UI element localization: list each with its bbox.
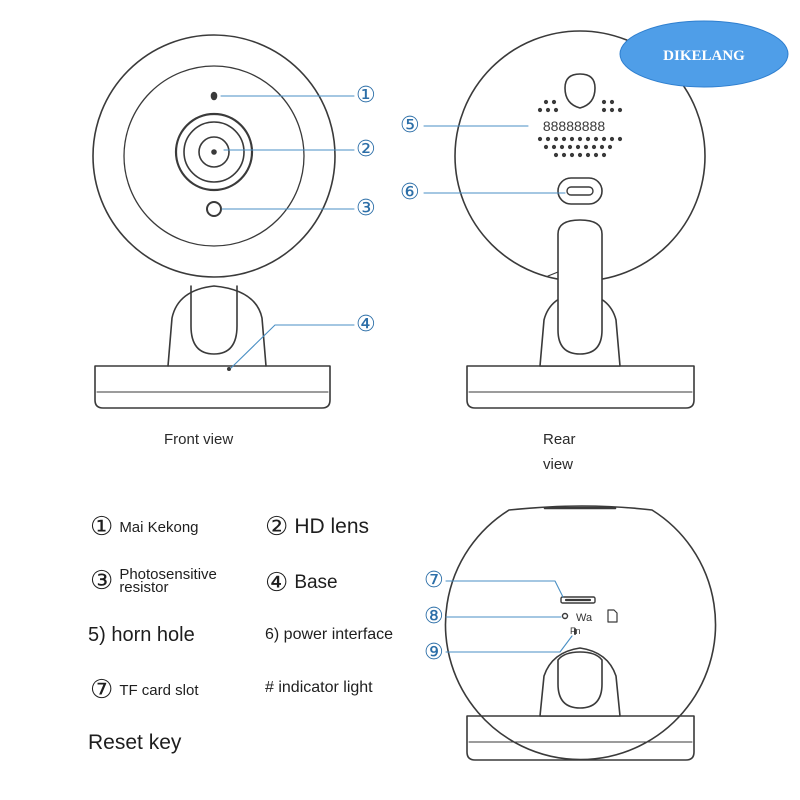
speaker-hole xyxy=(607,144,613,150)
legend-number: ① xyxy=(90,512,114,542)
speaker-hole xyxy=(591,144,597,150)
legend-item-2: ② HD lens xyxy=(265,514,369,540)
speaker-hole xyxy=(551,99,557,105)
speaker-hole xyxy=(583,144,589,150)
legend-item-4: ④ Base xyxy=(265,570,338,596)
legend-text-line2: resistor xyxy=(119,579,169,596)
mark-fn: Fn xyxy=(570,626,581,636)
front-view-caption: Front view xyxy=(164,431,234,448)
speaker-hole xyxy=(593,136,599,142)
legend-item-9: Reset key xyxy=(88,731,181,755)
speaker-hole xyxy=(537,136,543,142)
callout-7: ⑦ xyxy=(424,568,444,593)
callout-3: ③ xyxy=(356,196,376,221)
callout-9: ⑨ xyxy=(424,640,444,665)
front-base xyxy=(94,365,331,409)
callout-5: ⑤ xyxy=(400,113,420,138)
sd-card-icon xyxy=(607,609,618,623)
front-stand xyxy=(167,285,267,367)
rear-base xyxy=(466,365,695,409)
callout-lines xyxy=(220,95,573,653)
front-body-outer xyxy=(92,34,336,278)
photosensitive-resistor-icon xyxy=(206,201,222,217)
speaker-hole xyxy=(537,107,543,113)
legend-item-8: # indicator light xyxy=(265,679,373,697)
callout-4: ④ xyxy=(356,312,376,337)
speaker-hole xyxy=(545,107,551,113)
legend-item-1: ① Mai Kekong xyxy=(90,514,199,540)
speaker-hole xyxy=(559,144,565,150)
speaker-hole xyxy=(609,136,615,142)
callout-2: ② xyxy=(356,137,376,162)
legend-number: ③ xyxy=(90,566,114,596)
bottom-view-drawing xyxy=(444,505,717,761)
speaker-hole xyxy=(551,144,557,150)
speaker-hole xyxy=(553,107,559,113)
speaker-hole xyxy=(601,107,607,113)
legend-number: ⑦ xyxy=(90,675,114,705)
speaker-hole xyxy=(543,144,549,150)
legend-item-3: ③ Photosensitive resistor xyxy=(90,566,217,596)
speaker-hole xyxy=(577,152,583,158)
reset-key-icon xyxy=(561,612,569,620)
front-face-inner xyxy=(123,65,305,247)
speaker-hole xyxy=(617,107,623,113)
legend-text: Mai Kekong xyxy=(119,518,199,536)
legend-text: Reset key xyxy=(88,731,182,754)
power-port-icon xyxy=(557,177,603,205)
speaker-hole xyxy=(599,144,605,150)
callout-8: ⑧ xyxy=(424,604,444,629)
legend-text: Photosensitive xyxy=(119,566,217,583)
legend-text-block: Photosensitive resistor xyxy=(119,566,217,596)
legend-text: # indicator light xyxy=(265,679,373,696)
callout-1: ① xyxy=(356,83,376,108)
bottom-base xyxy=(466,715,695,761)
speaker-hole xyxy=(543,99,549,105)
speaker-hole xyxy=(609,107,615,113)
speaker-hole xyxy=(569,152,575,158)
legend-text: 5) horn hole xyxy=(88,624,195,646)
speaker-hole xyxy=(601,99,607,105)
speaker-hole xyxy=(561,136,567,142)
speaker-hole xyxy=(609,99,615,105)
speaker-hole xyxy=(553,152,559,158)
legend-item-5: 5) horn hole xyxy=(88,624,195,647)
speaker-hole xyxy=(569,136,575,142)
speaker-hole xyxy=(585,136,591,142)
speaker-hole xyxy=(575,144,581,150)
legend-text: TF card slot xyxy=(119,681,199,699)
brand-logo: DIKELANG xyxy=(619,20,789,88)
speaker-hole xyxy=(601,136,607,142)
legend-item-6: 6) power interface xyxy=(265,626,393,644)
speaker-hole xyxy=(577,136,583,142)
speaker-hole xyxy=(561,152,567,158)
speaker-hole xyxy=(617,136,623,142)
rear-view-drawing xyxy=(454,30,706,409)
tf-card-slot-icon xyxy=(560,596,596,604)
legend-text: HD lens xyxy=(294,515,370,538)
legend-number: ② xyxy=(265,512,289,542)
mark-wa: Wa xyxy=(576,612,593,624)
speaker-hole xyxy=(593,152,599,158)
speaker-holes xyxy=(537,99,623,158)
legend-text: 6) power interface xyxy=(265,626,394,643)
speaker-text: 88888888 xyxy=(543,118,606,134)
rear-view-caption-line1: Rear xyxy=(543,431,576,448)
speaker-hole xyxy=(553,136,559,142)
legend-text: Base xyxy=(294,572,338,593)
hd-lens-icon xyxy=(174,112,254,192)
speaker-hole xyxy=(545,136,551,142)
speaker-hole xyxy=(585,152,591,158)
front-view-drawing xyxy=(92,34,336,409)
rear-view-caption-line2: view xyxy=(543,456,574,473)
speaker-hole xyxy=(601,152,607,158)
mic-hole-icon xyxy=(210,91,218,101)
brand-logo-text: DIKELANG xyxy=(663,48,745,64)
speaker-hole xyxy=(567,144,573,150)
callout-6: ⑥ xyxy=(400,180,420,205)
legend-item-7: ⑦ TF card slot xyxy=(90,677,199,703)
legend-number: ④ xyxy=(265,568,289,598)
